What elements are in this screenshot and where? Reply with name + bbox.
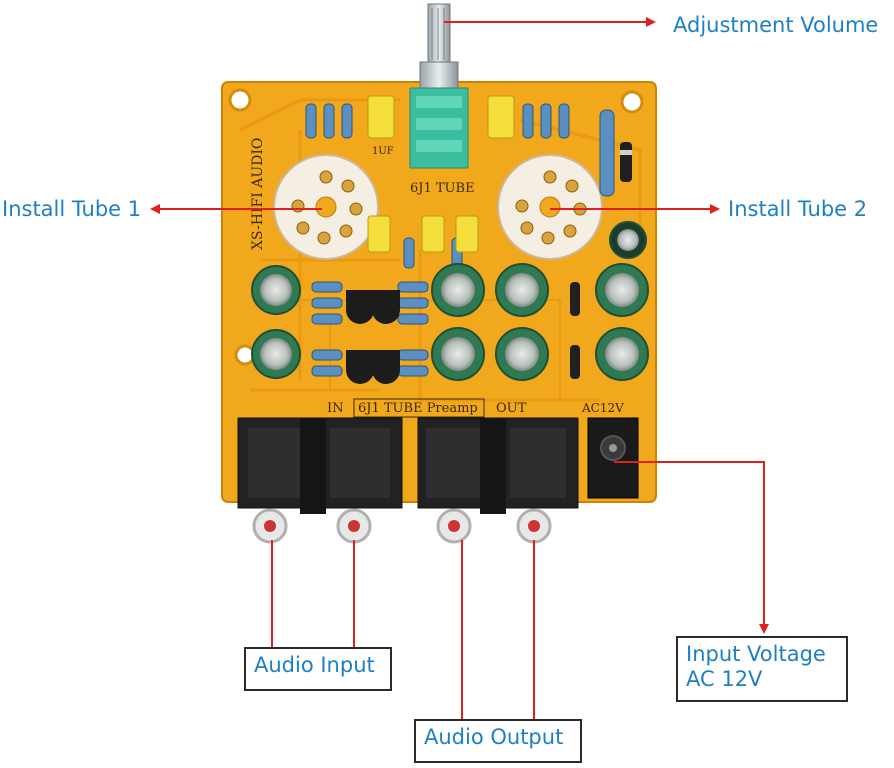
silk-ac-label: AC12V bbox=[581, 401, 624, 415]
tube-socket-1 bbox=[273, 154, 379, 260]
silk-brand-label: XS-HIFI AUDIO bbox=[250, 138, 266, 250]
mounting-hole bbox=[228, 88, 252, 112]
silk-in-label: IN bbox=[327, 401, 344, 416]
silk-tube-label: 6J1 TUBE bbox=[410, 181, 475, 196]
label-input-voltage-line1: Input Voltage bbox=[686, 642, 826, 666]
label-audio-output-text: Audio Output bbox=[424, 725, 564, 749]
film-capacitors bbox=[367, 95, 515, 253]
silk-title-label: 6J1 TUBE Preamp bbox=[358, 401, 478, 416]
transistors bbox=[346, 290, 400, 384]
mounting-hole bbox=[620, 90, 644, 114]
silk-title-box bbox=[353, 398, 485, 418]
silk-cap-label: 1UF bbox=[372, 146, 394, 157]
audio-input-jack bbox=[237, 417, 403, 544]
electrolytic-capacitors bbox=[251, 221, 649, 381]
silkscreen: 6J1 TUBE 1UF XS-HIFI AUDIO IN 6J1 TUBE P… bbox=[250, 138, 624, 416]
volume-potentiometer bbox=[409, 3, 469, 169]
label-input-voltage: Input Voltage AC 12V bbox=[676, 636, 848, 702]
label-audio-input-text: Audio Input bbox=[254, 653, 375, 677]
power-jack bbox=[587, 417, 639, 499]
audio-output-jack bbox=[417, 417, 579, 544]
label-install-tube-1: Install Tube 1 bbox=[2, 197, 142, 221]
label-audio-input: Audio Input bbox=[244, 647, 392, 691]
silk-out-label: OUT bbox=[496, 401, 527, 416]
label-install-tube-2: Install Tube 2 bbox=[728, 197, 868, 221]
diodes bbox=[570, 142, 632, 379]
resistors bbox=[305, 103, 615, 377]
label-input-voltage-line2: AC 12V bbox=[686, 667, 763, 692]
tube-socket-2 bbox=[497, 154, 603, 260]
arrow-input-voltage bbox=[614, 461, 769, 634]
label-audio-output: Audio Output bbox=[414, 719, 582, 763]
label-adjustment-volume: Adjustment Volume bbox=[673, 13, 879, 37]
annotation-arrows bbox=[150, 17, 769, 720]
